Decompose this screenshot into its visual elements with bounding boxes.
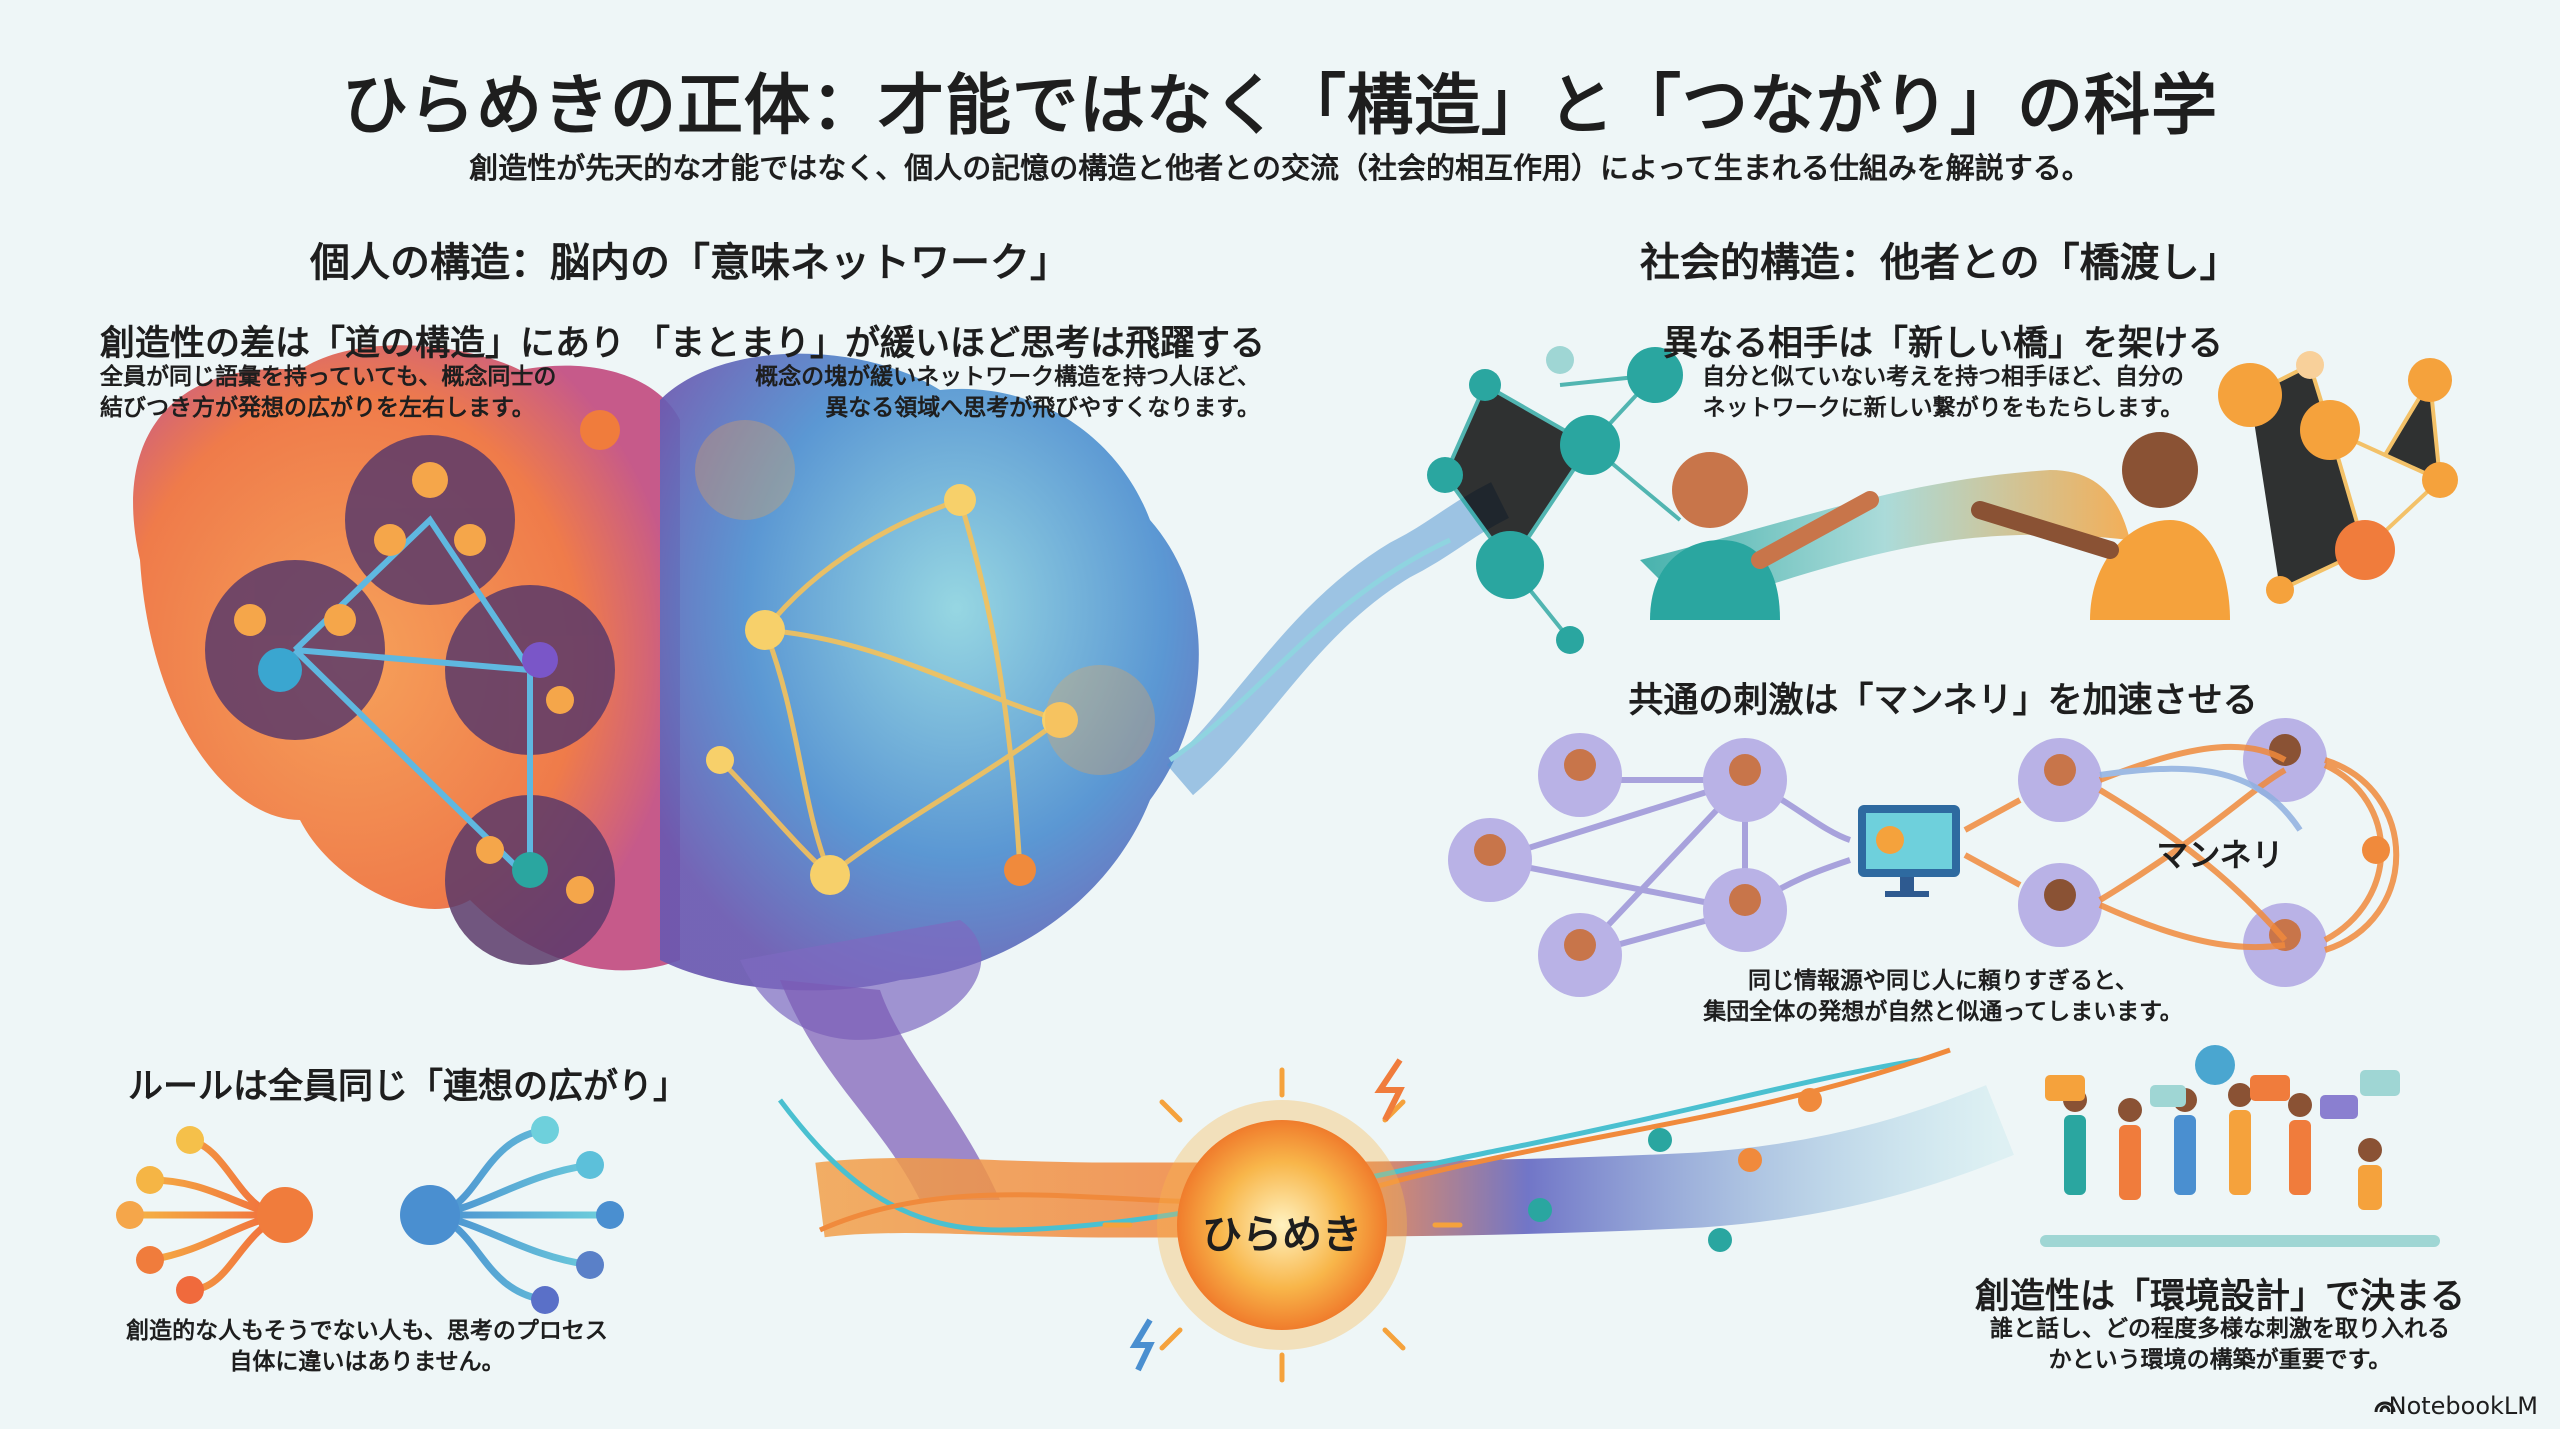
person-right (1971, 432, 2230, 620)
brain-illustration (133, 345, 1199, 1200)
body-line: 全員が同じ語彙を持っていても、概念同士の (100, 364, 557, 390)
page-title: ひらめきの正体：才能ではなく「構造」と「つながり」の科学 (342, 67, 2218, 144)
rut-illustration (1448, 718, 2400, 997)
monitor-icon (1858, 805, 1960, 897)
spark-sun (1102, 1058, 1463, 1383)
environment-body: 誰と話し、どの程度多様な刺激を取り入れる かという環境の構築が重要です。 (1920, 1314, 2520, 1376)
brand-label: NotebookLM (2388, 1392, 2538, 1420)
path-structure-heading: 創造性の差は「道の構造」にあり (100, 324, 626, 364)
association-diagram-orange (130, 1136, 287, 1294)
spark-label: ひらめき (1202, 1212, 1362, 1258)
new-bridges-body: 自分と似ていない考えを持つ相手ほど、自分の ネットワークに新しい繋がりをもたらし… (1543, 362, 2343, 424)
body-line: ネットワークに新しい繋がりをもたらします。 (1702, 395, 2184, 421)
body-line: かという環境の構築が重要です。 (2048, 1347, 2392, 1373)
left-section-heading: 個人の構造：脳内の「意味ネットワーク」 (310, 240, 1070, 286)
body-line: 自分と似ていない考えを持つ相手ほど、自分の (1702, 364, 2184, 390)
body-line: 異なる領域へ思考が飛びやすくなります。 (825, 395, 1260, 421)
body-line: 誰と話し、どの程度多様な刺激を取り入れる (1990, 1316, 2450, 1342)
loose-clusters-heading: 「まとまり」が緩いほど思考は飛躍する (634, 324, 1265, 364)
loose-clusters-body: 概念の塊が緩いネットワーク構造を持つ人ほど、 異なる領域へ思考が飛びやすくなりま… (755, 362, 1260, 424)
environment-heading: 創造性は「環境設計」で決まる (1974, 1277, 2465, 1317)
right-section-heading: 社会的構造：他者との「橋渡し」 (1640, 240, 2240, 286)
body-line: 自体に違いはありません。 (229, 1349, 505, 1375)
rut-heading: 共通の刺激は「マンネリ」を加速させる (1628, 681, 2258, 721)
notebooklm-logo-icon (2374, 1401, 2396, 1413)
path-structure-body: 全員が同じ語彙を持っていても、概念同士の 結びつき方が発想の広がりを左右します。 (100, 362, 556, 424)
rut-body: 同じ情報源や同じ人に頼りすぎると、 集団全体の発想が自然と似通ってしまいます。 (1543, 966, 2343, 1028)
loose-network (718, 497, 1062, 877)
person-left (1650, 452, 1879, 620)
association-diagram-blue (429, 1126, 610, 1304)
bridge-illustration (1427, 346, 2458, 654)
new-bridges-heading: 異なる相手は「新しい橋」を架ける (1662, 324, 2223, 364)
same-rules-heading: ルールは全員同じ「連想の広がり」 (128, 1067, 689, 1107)
rut-label: マンネリ (2156, 836, 2284, 874)
collaboration-scene (2040, 1045, 2440, 1247)
body-line: 結びつき方が発想の広がりを左右します。 (100, 395, 535, 421)
body-line: 創造的な人もそうでない人も、思考のプロセス (126, 1318, 608, 1344)
body-line: 概念の塊が緩いネットワーク構造を持つ人ほど、 (755, 364, 1260, 390)
body-line: 同じ情報源や同じ人に頼りすぎると、 (1747, 968, 2139, 994)
same-rules-body: 創造的な人もそうでない人も、思考のプロセス 自体に違いはありません。 (67, 1316, 667, 1378)
body-line: 集団全体の発想が自然と似通ってしまいます。 (1703, 999, 2183, 1025)
page-subtitle: 創造性が先天的な才能ではなく、個人の記憶の構造と他者との交流（社会的相互作用）に… (469, 151, 2091, 185)
